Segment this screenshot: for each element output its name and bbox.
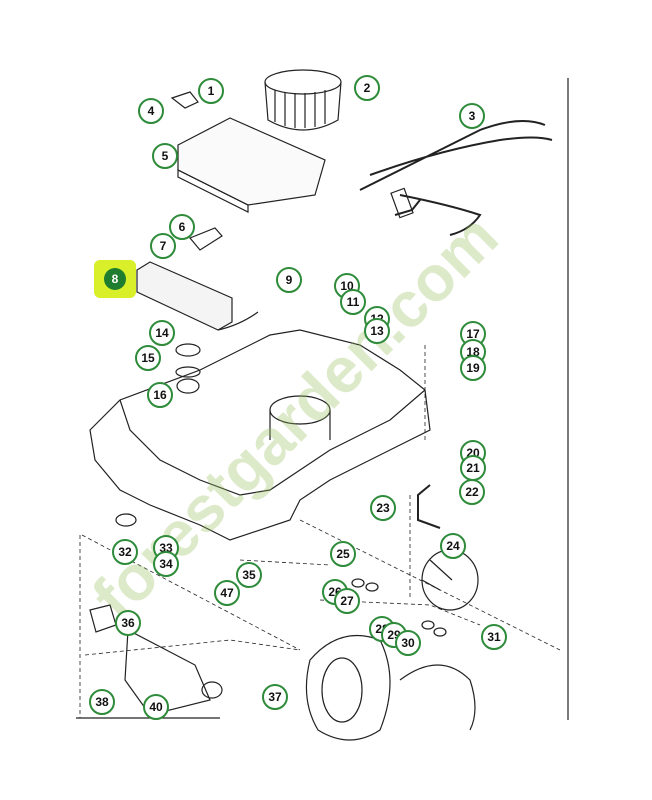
callout-38[interactable]: 38	[89, 689, 115, 715]
callout-2[interactable]: 2	[354, 75, 380, 101]
callout-24[interactable]: 24	[440, 533, 466, 559]
callout-32[interactable]: 32	[112, 539, 138, 565]
callout-21[interactable]: 21	[460, 455, 486, 481]
callout-35[interactable]: 35	[236, 562, 262, 588]
callout-47[interactable]: 47	[214, 580, 240, 606]
washer-part	[351, 578, 365, 588]
fan-fins	[274, 90, 326, 128]
callout-40[interactable]: 40	[143, 694, 169, 720]
callout-16[interactable]: 16	[147, 382, 173, 408]
callout-8-highlighted[interactable]: 8	[104, 268, 126, 290]
wire-harness	[359, 120, 553, 236]
motor-assembly	[124, 629, 211, 716]
leader-line	[84, 639, 301, 656]
callout-6[interactable]: 6	[169, 214, 195, 240]
callout-7[interactable]: 7	[150, 233, 176, 259]
callout-27[interactable]: 27	[334, 588, 360, 614]
motor-shaft	[201, 681, 223, 699]
callout-3[interactable]: 3	[459, 103, 485, 129]
callout-36[interactable]: 36	[115, 610, 141, 636]
axle-rod	[417, 484, 441, 529]
wheel-tread	[399, 664, 476, 731]
washer-part	[421, 620, 435, 630]
callout-4[interactable]: 4	[138, 98, 164, 124]
part-seal	[175, 343, 201, 357]
callout-9[interactable]: 9	[276, 267, 302, 293]
callout-31[interactable]: 31	[481, 624, 507, 650]
bracket-part	[170, 91, 199, 109]
bracket-part	[89, 604, 117, 633]
wheel-rim	[305, 634, 391, 741]
callout-37[interactable]: 37	[262, 684, 288, 710]
fan-body	[264, 81, 342, 131]
washer-part	[433, 627, 447, 637]
harness-connector	[390, 187, 414, 219]
callout-5[interactable]: 5	[152, 143, 178, 169]
callout-19[interactable]: 19	[460, 355, 486, 381]
callout-13[interactable]: 13	[364, 318, 390, 344]
callout-25[interactable]: 25	[330, 541, 356, 567]
fan-top	[264, 69, 342, 95]
battery-pack	[136, 261, 233, 331]
callout-11[interactable]: 11	[340, 289, 366, 315]
chassis-well	[269, 410, 331, 440]
callout-15[interactable]: 15	[135, 345, 161, 371]
callout-1[interactable]: 1	[198, 78, 224, 104]
chassis-rim	[119, 389, 426, 496]
leader-line	[81, 534, 301, 651]
callout-14[interactable]: 14	[149, 320, 175, 346]
chassis-body	[89, 329, 431, 541]
callout-23[interactable]: 23	[370, 495, 396, 521]
battery-cable	[217, 311, 259, 331]
part-bearing	[176, 378, 200, 394]
circuit-board-edge	[177, 169, 249, 213]
leader-line	[239, 559, 331, 566]
chassis-opening	[269, 395, 331, 425]
washer-part	[365, 582, 379, 592]
callout-34[interactable]: 34	[153, 551, 179, 577]
motor-detail	[421, 559, 453, 591]
part-oring	[175, 366, 201, 378]
callout-22[interactable]: 22	[459, 479, 485, 505]
callout-30[interactable]: 30	[395, 630, 421, 656]
front-wheel-part	[115, 513, 137, 527]
wheel-motor	[421, 549, 479, 611]
wheel-hub	[321, 657, 363, 723]
circuit-board	[177, 117, 326, 206]
mount-bracket	[189, 227, 223, 251]
